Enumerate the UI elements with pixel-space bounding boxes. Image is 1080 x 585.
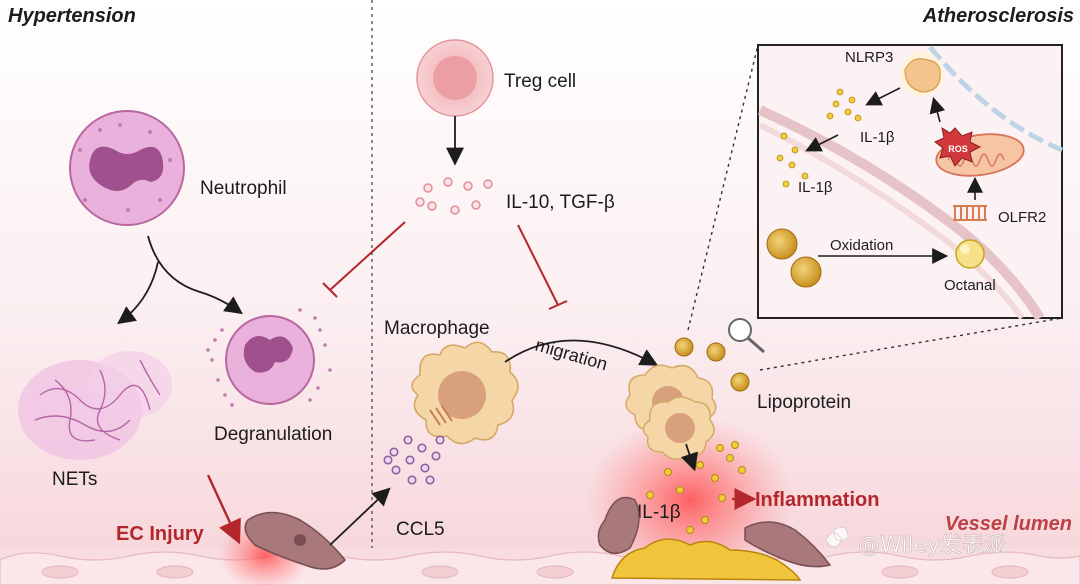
olfr2-receptor	[953, 205, 987, 221]
inset-lipoproteins	[766, 228, 822, 288]
foam-cells	[625, 364, 717, 461]
nlrp3-label: NLRP3	[845, 49, 893, 66]
ec-injury-label: EC Injury	[116, 523, 205, 545]
ros-label: ROS	[948, 144, 968, 154]
watermark-logo	[825, 526, 849, 548]
neutrophil-cell	[69, 110, 185, 226]
endothelial-cell-left	[597, 496, 640, 554]
plaque	[610, 538, 802, 581]
il10-tgf-molecules	[415, 177, 493, 215]
inset-il1b-dots	[776, 88, 862, 188]
arrow-il1b-secretion	[805, 134, 839, 152]
lipoprotein-label: Lipoprotein	[757, 392, 851, 413]
treg-label: Treg cell	[504, 71, 576, 92]
endothelial-cell-right	[744, 521, 832, 568]
arrow-nlrp3-to-il1b	[865, 87, 901, 106]
zoom-line-bottom	[759, 317, 1063, 371]
arrow-to-il1b	[680, 443, 698, 472]
ros-burst	[934, 126, 982, 167]
octanal-label: Octanal	[944, 277, 996, 294]
inflammation-glow	[585, 415, 795, 585]
macrophage-cell	[411, 341, 519, 445]
section-title-atherosclerosis: Atherosclerosis	[922, 5, 1074, 27]
nlrp3-complex	[900, 52, 944, 96]
degranulating-neutrophil	[206, 308, 332, 407]
ccl5-label: CCL5	[396, 519, 445, 540]
arrow-to-nets	[117, 261, 159, 325]
octanal-molecule	[955, 239, 985, 269]
olfr2-label: OLFR2	[998, 209, 1046, 226]
inhibition-to-neutrophil	[322, 221, 406, 298]
arrow-to-ccl5	[329, 487, 391, 546]
inset-il1b-label-1: IL-1β	[860, 129, 895, 146]
inhibition-to-macrophage	[517, 224, 568, 310]
degranulation-label: Degranulation	[214, 424, 332, 445]
migration-arrow	[504, 339, 659, 366]
oxidation-label: Oxidation	[830, 237, 893, 254]
arrow-to-degranulation	[147, 235, 243, 315]
il1b-molecules	[646, 441, 746, 534]
inflammation-label: Inflammation	[755, 489, 879, 511]
inset-il1b-label-2: IL-1β	[798, 179, 833, 196]
section-title-hypertension: Hypertension	[8, 5, 136, 27]
arrow-ros-to-nlrp3	[929, 96, 946, 123]
neutrophil-label: Neutrophil	[200, 178, 287, 199]
il10-tgf-label: IL-10, TGF-β	[506, 192, 615, 213]
arrow-to-ec-injury	[206, 474, 241, 545]
macrophage-label: Macrophage	[384, 318, 490, 339]
treg-cell	[416, 39, 494, 117]
vessel-lumen-label: Vessel lumen	[945, 513, 1072, 535]
magnifier-icon	[728, 318, 765, 354]
ccl5-molecules	[383, 435, 445, 485]
lipoproteins	[674, 337, 750, 392]
nets-structure	[18, 351, 172, 460]
il1b-main-label: IL-1β	[637, 502, 681, 523]
watermark-text: @Wiley发表派	[858, 533, 1006, 558]
nets-label: NETs	[52, 469, 97, 490]
